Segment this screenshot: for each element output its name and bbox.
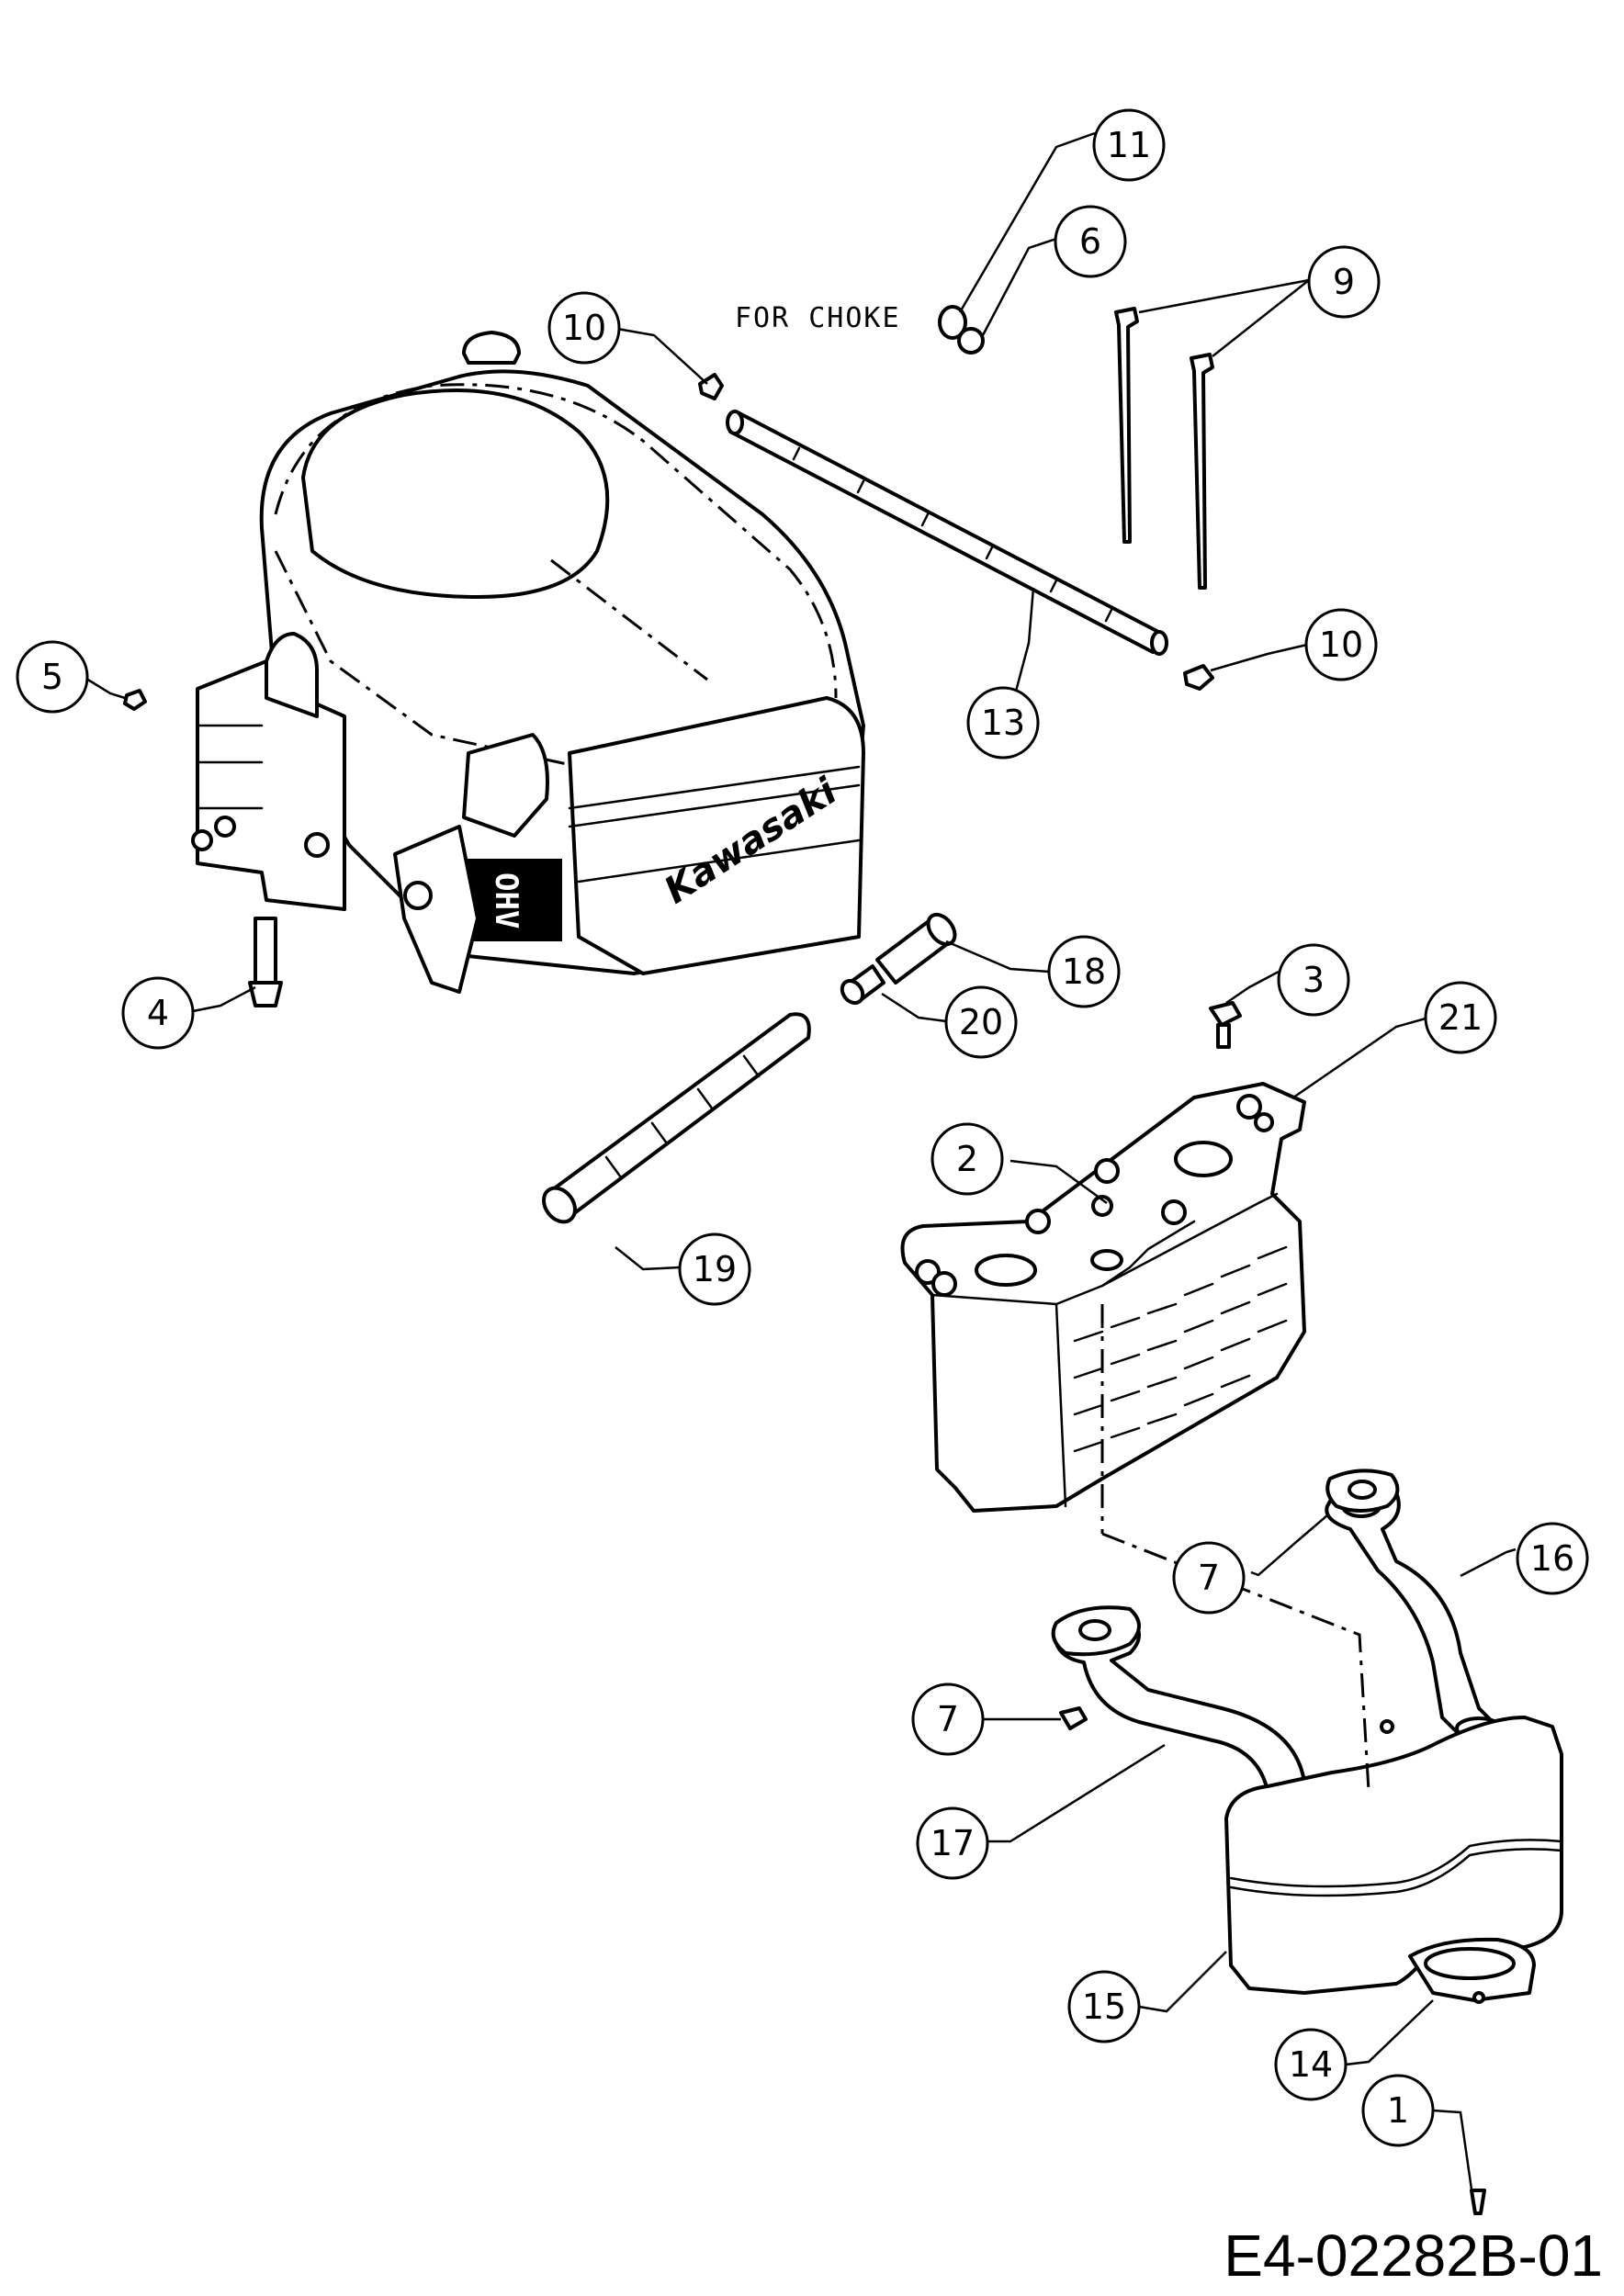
shield-hole-a — [975, 1254, 1037, 1287]
callout-4: 4 — [121, 976, 195, 1050]
callout-6-label: 6 — [1079, 221, 1101, 262]
choke-bushing-6 — [957, 327, 985, 355]
callout-9: 9 — [1307, 245, 1381, 319]
callout-19: 19 — [678, 1232, 751, 1306]
callout-13: 13 — [966, 686, 1040, 760]
callout-11-label: 11 — [1107, 125, 1151, 165]
callout-7-lower-label: 7 — [937, 1699, 959, 1739]
hose-19 — [542, 1012, 811, 1224]
engine-assembly: Kawasaki OHV — [191, 331, 865, 994]
fuel-filter-18 — [875, 912, 957, 985]
callout-7-upper-label: 7 — [1198, 1558, 1220, 1598]
choke-washer-11 — [938, 305, 967, 340]
callout-16: 16 — [1516, 1522, 1589, 1595]
fuel-line-13 — [726, 410, 1168, 656]
choke-hardware — [698, 305, 1214, 691]
callout-7-lower: 7 — [911, 1683, 985, 1756]
drawing-number: E4-02282B-01 — [1224, 2223, 1603, 2289]
shield-hole-b — [1174, 1141, 1233, 1177]
hose-clamp-10a — [698, 373, 724, 400]
callout-21: 21 — [1424, 981, 1497, 1054]
callout-11: 11 — [1092, 108, 1166, 182]
callout-18: 18 — [1047, 935, 1121, 1008]
callout-1: 1 — [1361, 2074, 1435, 2147]
cable-ties-9 — [1114, 307, 1214, 590]
muffler-shield-21 — [900, 1082, 1306, 1513]
callout-17-label: 17 — [930, 1823, 975, 1863]
callout-4-label: 4 — [147, 993, 169, 1033]
ohv-badge-label: OHV — [488, 872, 524, 929]
bolt-4 — [254, 917, 277, 985]
callout-17: 17 — [916, 1806, 989, 1880]
callout-7-upper: 7 — [1172, 1541, 1246, 1615]
nut-5 — [123, 689, 147, 711]
callout-13-label: 13 — [981, 703, 1025, 743]
callout-19-label: 19 — [693, 1249, 737, 1289]
exhaust-pipe-16 — [1325, 1482, 1503, 1740]
callout-10-top-label: 10 — [562, 308, 606, 348]
callout-10-right-label: 10 — [1319, 625, 1363, 665]
callout-2-label: 2 — [956, 1139, 978, 1179]
callout-16-label: 16 — [1530, 1538, 1574, 1579]
callout-10-right: 10 — [1304, 608, 1378, 681]
callout-20-label: 20 — [959, 1002, 1003, 1042]
bolt-3 — [1209, 1001, 1242, 1027]
callout-9-label: 9 — [1333, 262, 1355, 302]
deflector-14 — [1408, 1937, 1536, 2004]
hose-clamp-10b — [1183, 664, 1214, 691]
callout-15: 15 — [1067, 1970, 1141, 2043]
callout-1-label: 1 — [1387, 2090, 1409, 2131]
callout-3-label: 3 — [1303, 960, 1325, 1000]
callout-5-label: 5 — [41, 657, 63, 697]
leader-lines — [85, 131, 1517, 2216]
callout-10-top: 10 — [547, 291, 621, 365]
callout-3: 3 — [1277, 943, 1350, 1017]
callout-21-label: 21 — [1438, 997, 1483, 1038]
choke-note: FOR CHOKE — [735, 302, 901, 334]
callout-6: 6 — [1054, 205, 1127, 278]
callout-20: 20 — [944, 985, 1018, 1059]
callout-5: 5 — [16, 640, 89, 714]
callout-15-label: 15 — [1082, 1986, 1126, 2027]
gaskets-7 — [1051, 1469, 1400, 1730]
callout-2: 2 — [930, 1122, 1004, 1196]
callout-14-label: 14 — [1289, 2044, 1333, 2085]
callout-18-label: 18 — [1062, 951, 1106, 992]
callout-14: 14 — [1274, 2028, 1348, 2101]
fitting-20 — [840, 964, 885, 1006]
